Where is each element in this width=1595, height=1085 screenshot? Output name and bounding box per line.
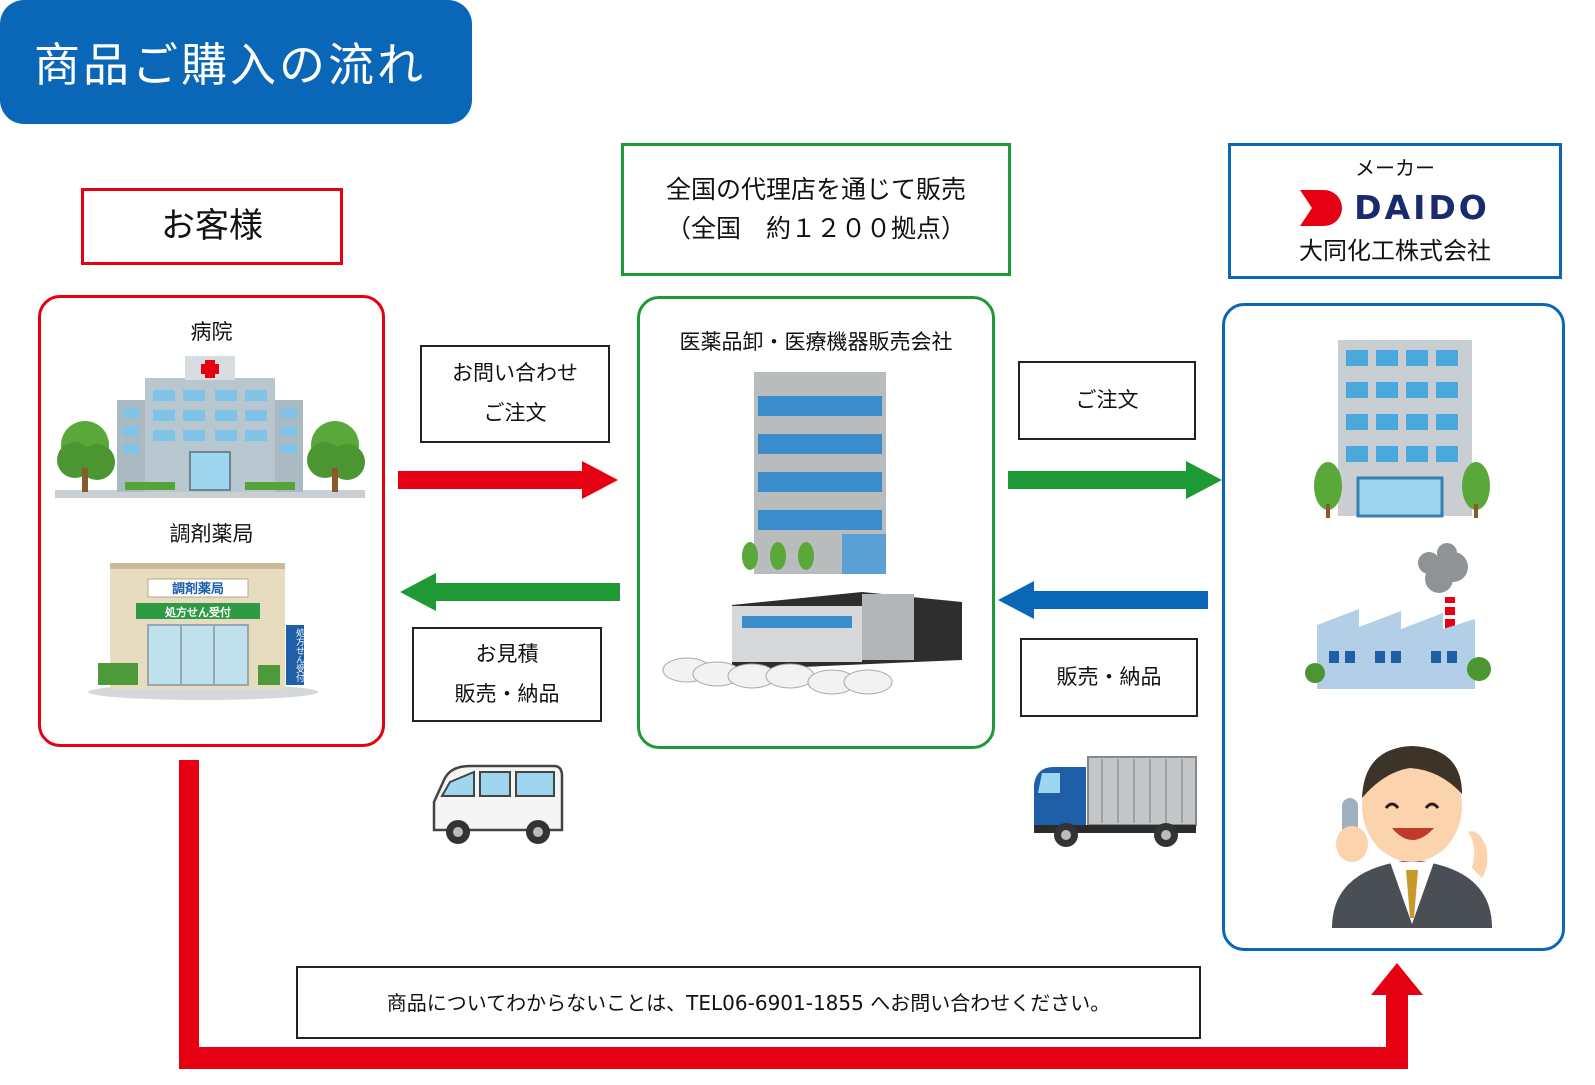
maker-panel — [1222, 303, 1565, 951]
pharmacy-label: 調剤薬局 — [169, 522, 254, 546]
page-title-text: 商品ご購入の流れ — [34, 38, 426, 92]
arrow-maker-to-distributor — [998, 581, 1208, 619]
daido-logo: DAIDO — [1300, 187, 1490, 230]
delivery-van-illustration — [432, 764, 564, 844]
arrow-distributor-to-maker — [1008, 461, 1222, 499]
order-text: ご注文 — [1075, 387, 1139, 412]
distributor-header-line1: 全国の代理店を通じて販売 — [665, 174, 966, 204]
sales-delivery-label: 販売・納品 — [1020, 638, 1198, 717]
hospital-label: 病院 — [190, 320, 233, 344]
distributor-header-line2: （全国 約１２００拠点） — [665, 213, 966, 243]
maker-header-top: メーカー — [1355, 155, 1435, 180]
pharmacy-side-sign-text: 処方せん受付 — [294, 628, 304, 682]
order-label: ご注文 — [1018, 361, 1196, 440]
estimate-line1: お見積 — [475, 641, 539, 666]
distributor-panel-label: 医薬品卸・医療機器販売会社 — [679, 330, 953, 354]
inquiry-order-label: お問い合わせ ご注文 — [420, 345, 610, 443]
contact-note: 商品についてわからないことは、TEL06-6901-1855 へお問い合わせくだ… — [296, 966, 1201, 1039]
arrow-distributor-to-customer — [400, 573, 620, 611]
inquiry-line2: ご注文 — [483, 401, 547, 425]
factory-illustration — [1305, 543, 1491, 689]
pharmacy-illustration: 調剤薬局 処方せん受付 — [88, 563, 318, 700]
pharmacy-sign-text: 調剤薬局 — [172, 581, 224, 597]
contact-note-text: 商品についてわからないことは、TEL06-6901-1855 へお問い合わせくだ… — [386, 990, 1111, 1015]
maker-header: メーカー DAIDO 大同化工株式会社 — [1228, 143, 1562, 279]
customer-panel — [38, 295, 385, 747]
customer-header: お客様 — [81, 188, 343, 265]
inquiry-line1: お問い合わせ — [452, 361, 578, 386]
sales-delivery-text: 販売・納品 — [1056, 664, 1162, 689]
daido-logo-text: DAIDO — [1354, 187, 1490, 227]
daido-logo-mark — [1300, 190, 1343, 227]
page-title: 商品ご購入の流れ — [0, 0, 472, 124]
estimate-sales-label: お見積 販売・納品 — [412, 627, 602, 722]
hospital-illustration — [55, 356, 365, 498]
maker-company-name: 大同化工株式会社 — [1299, 236, 1491, 265]
salesman-illustration — [1332, 746, 1492, 928]
estimate-line2: 販売・納品 — [454, 681, 560, 706]
arrow-customer-to-distributor — [398, 461, 618, 499]
customer-header-text: お客様 — [161, 206, 263, 247]
delivery-truck-illustration — [1034, 756, 1197, 847]
pharmacy-banner-text: 処方せん受付 — [164, 605, 231, 619]
distributor-header: 全国の代理店を通じて販売 （全国 約１２００拠点） — [621, 143, 1011, 276]
office-building-illustration — [1314, 340, 1490, 518]
distributor-panel — [637, 296, 995, 749]
distributor-building-illustration — [662, 372, 962, 695]
